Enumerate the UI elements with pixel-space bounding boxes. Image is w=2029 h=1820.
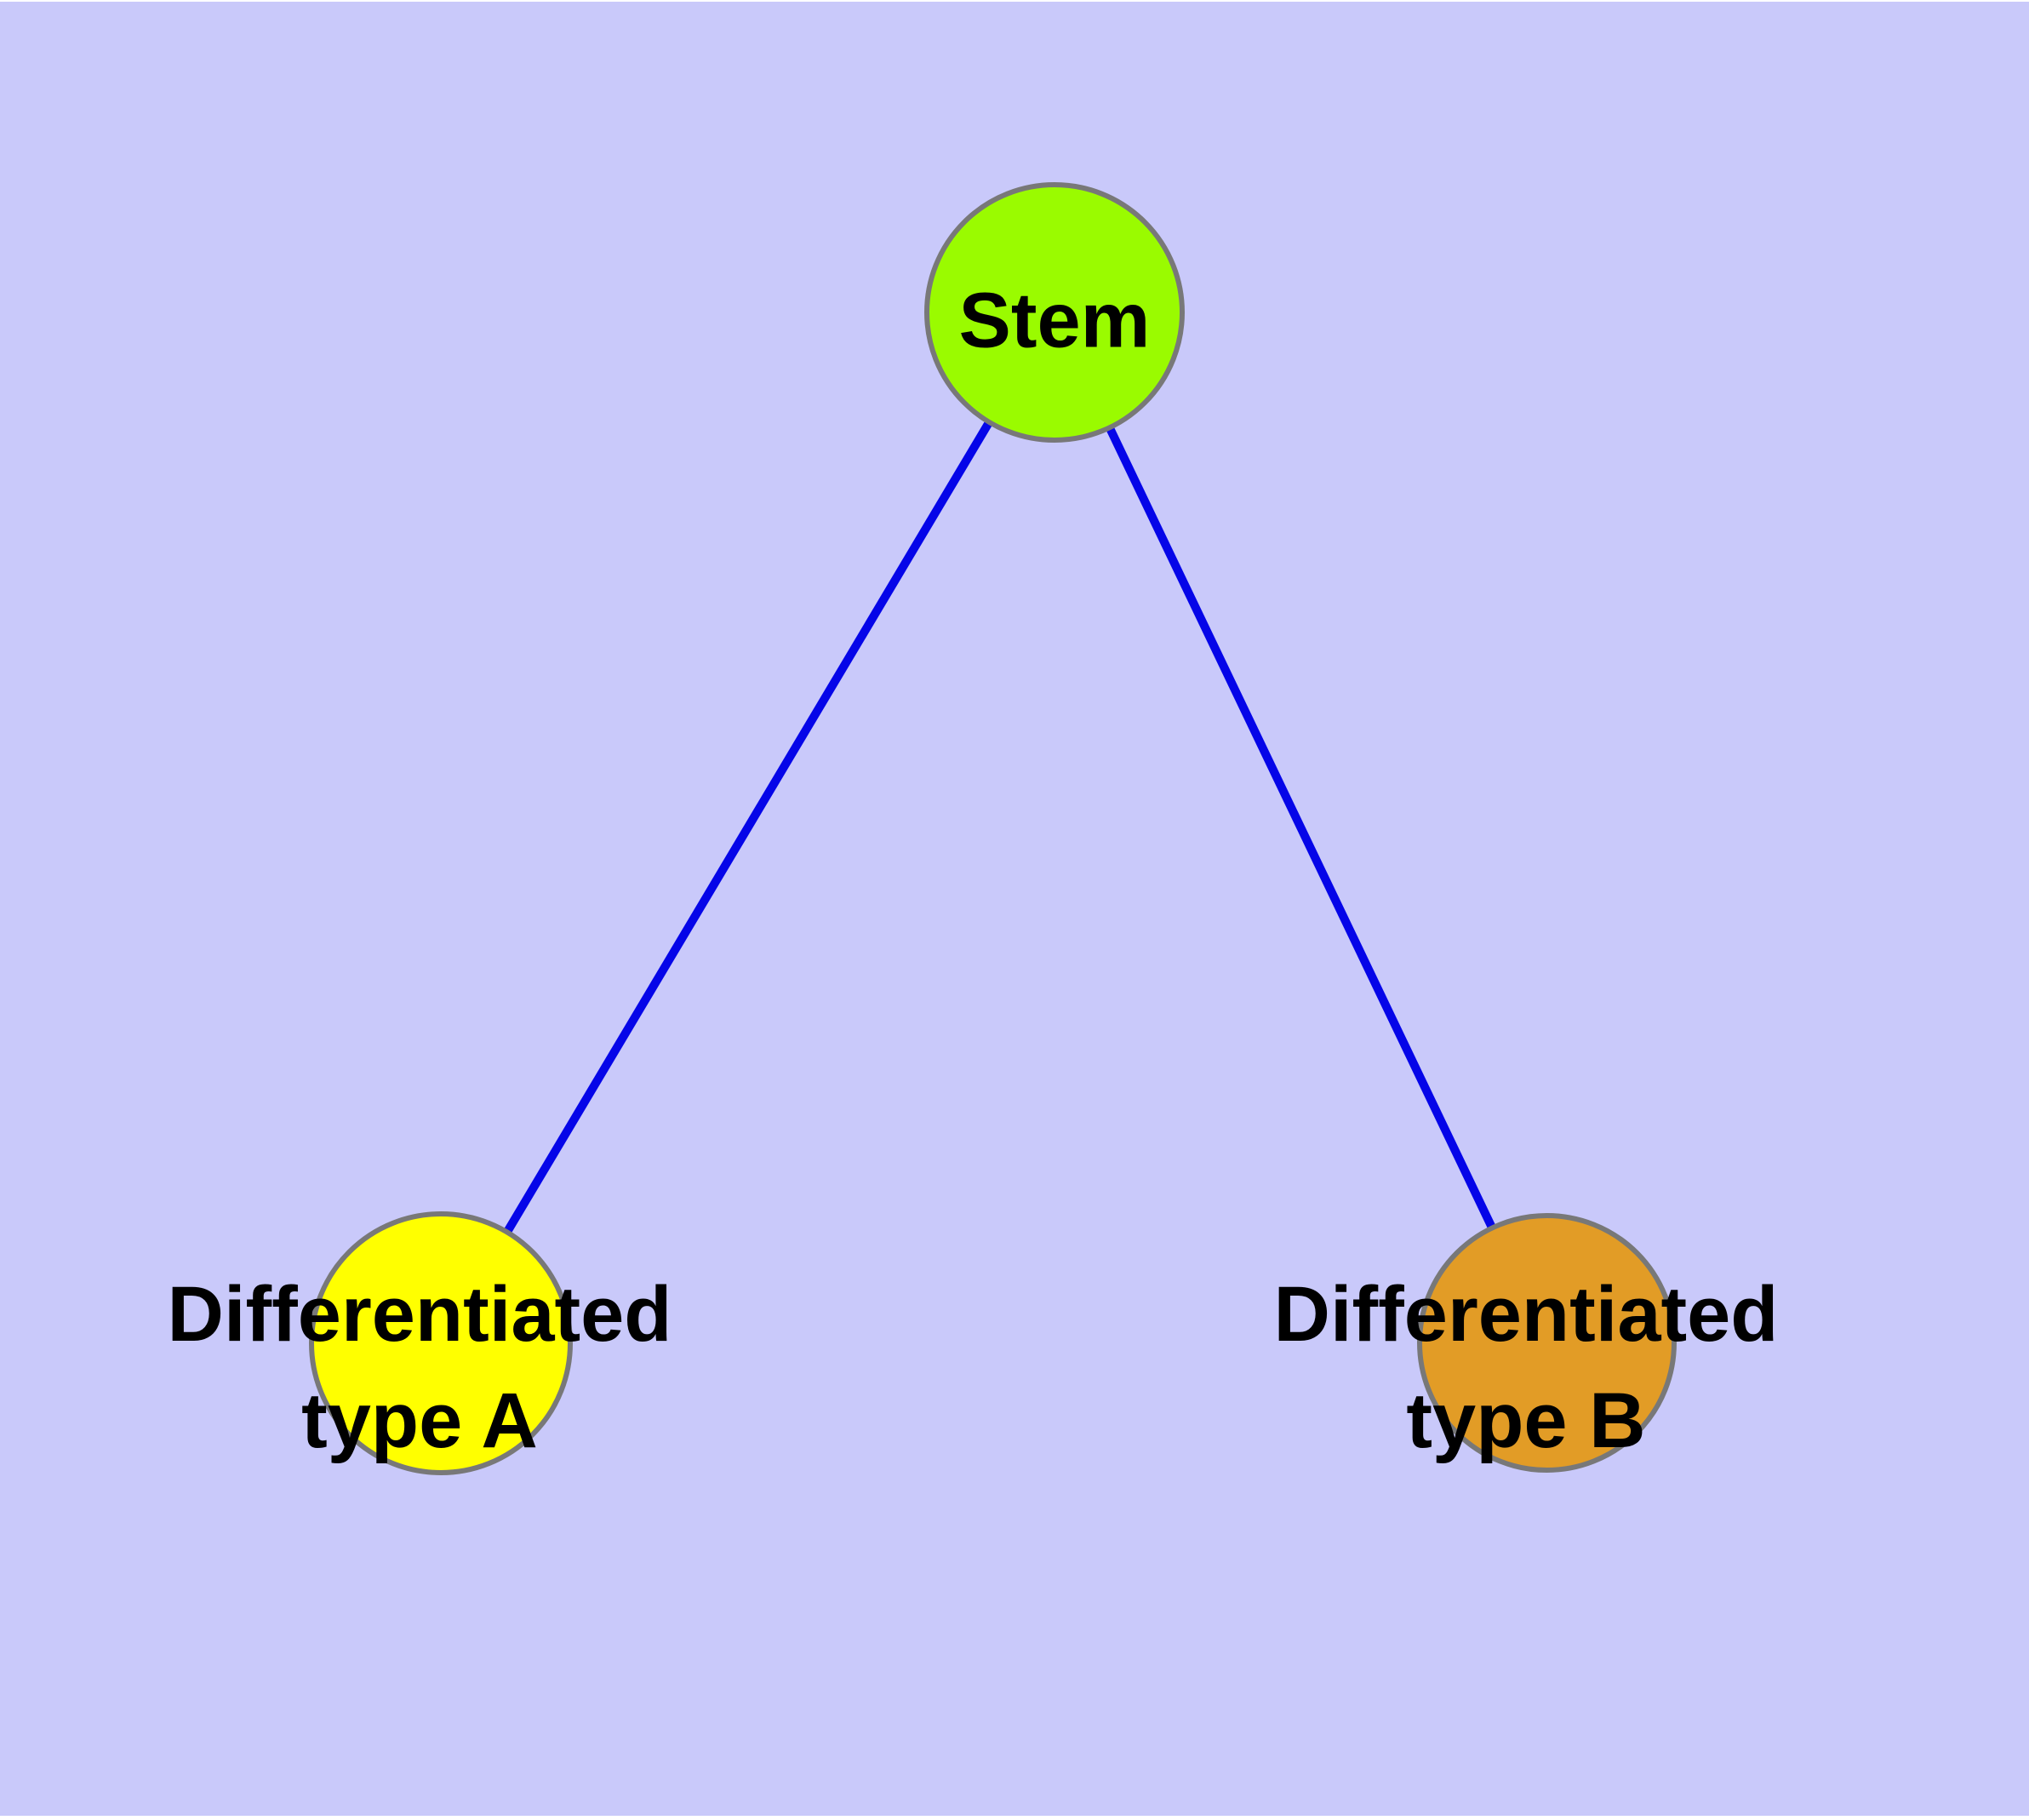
node-type-b-label-line-1: Differentiated (1273, 1270, 1779, 1358)
node-type-a-label-line-1: Differentiated (167, 1270, 672, 1358)
node-differentiated-type-b-label: Differentiated type B (1274, 1262, 1779, 1474)
node-type-b-label-line-2: type B (1406, 1377, 1646, 1464)
node-differentiated-type-b[interactable] (1417, 1213, 1677, 1473)
node-type-a-label-line-2: type A (301, 1377, 538, 1464)
edge-stem-to-type-b (1050, 310, 1552, 1346)
node-differentiated-type-a[interactable] (309, 1211, 573, 1475)
edge-stem-to-type-a (437, 310, 1059, 1346)
node-stem-label: Stem (959, 267, 1151, 374)
node-stem[interactable] (924, 182, 1185, 443)
node-stem-label-line: Stem (958, 277, 1151, 364)
node-differentiated-type-a-label: Differentiated type A (168, 1262, 672, 1474)
